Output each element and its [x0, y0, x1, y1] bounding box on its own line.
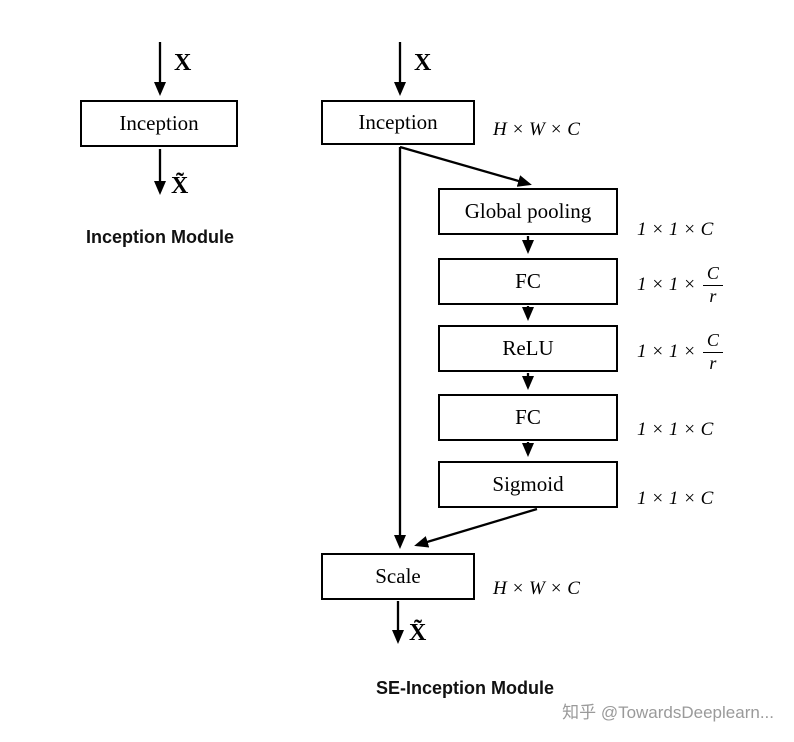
relu-box: ReLU — [438, 325, 618, 372]
sigmoid-dim-label: 1 × 1 × C — [637, 488, 714, 509]
fc1-dim-numerator: C — [702, 263, 723, 286]
left-inception-box: Inception — [80, 100, 238, 147]
scale-dim-label: H × W × C — [493, 578, 580, 599]
left-inception-box-label: Inception — [119, 111, 199, 135]
fc1-box-label: FC — [515, 269, 541, 293]
inception-box-label: Inception — [358, 110, 438, 134]
fc2-box: FC — [438, 394, 618, 441]
global-pooling-box: Global pooling — [438, 188, 618, 235]
fc1-dim-denominator: r — [709, 285, 717, 306]
global-pooling-dim-label: 1 × 1 × C — [637, 219, 714, 240]
relu-dim-label: 1 × 1 × C r — [637, 330, 723, 374]
fc2-box-label: FC — [515, 405, 541, 429]
inception-dim-label: H × W × C — [493, 119, 580, 140]
relu-box-label: ReLU — [502, 336, 554, 360]
right-caption: SE-Inception Module — [376, 678, 554, 698]
left-caption: Inception Module — [86, 227, 234, 247]
inception-box: Inception — [321, 100, 475, 145]
sigmoid-box-label: Sigmoid — [492, 472, 564, 496]
fc2-dim-label: 1 × 1 × C — [637, 419, 714, 440]
fc1-dim-prefix: 1 × 1 × — [637, 274, 696, 296]
relu-dim-numerator: C — [702, 330, 723, 353]
fc1-dim-fraction: C r — [702, 263, 723, 307]
inception-to-pooling-arrow — [399, 145, 532, 187]
left-input-label: X — [174, 50, 192, 76]
right-input-label: X — [414, 50, 432, 76]
right-output-label: X̃ — [409, 620, 427, 646]
left-output-label: X̃ — [171, 173, 189, 199]
relu-dim-denominator: r — [709, 352, 717, 373]
global-pooling-box-label: Global pooling — [464, 199, 592, 223]
fc1-box: FC — [438, 258, 618, 305]
scale-box: Scale — [321, 553, 475, 600]
relu-dim-prefix: 1 × 1 × — [637, 341, 696, 363]
relu-dim-fraction: C r — [702, 330, 723, 374]
watermark: 知乎 @TowardsDeeplearn... — [562, 703, 774, 722]
scale-box-label: Scale — [375, 564, 421, 588]
sigmoid-to-scale-arrow — [414, 507, 538, 548]
sigmoid-box: Sigmoid — [438, 461, 618, 508]
fc1-dim-label: 1 × 1 × C r — [637, 263, 723, 307]
